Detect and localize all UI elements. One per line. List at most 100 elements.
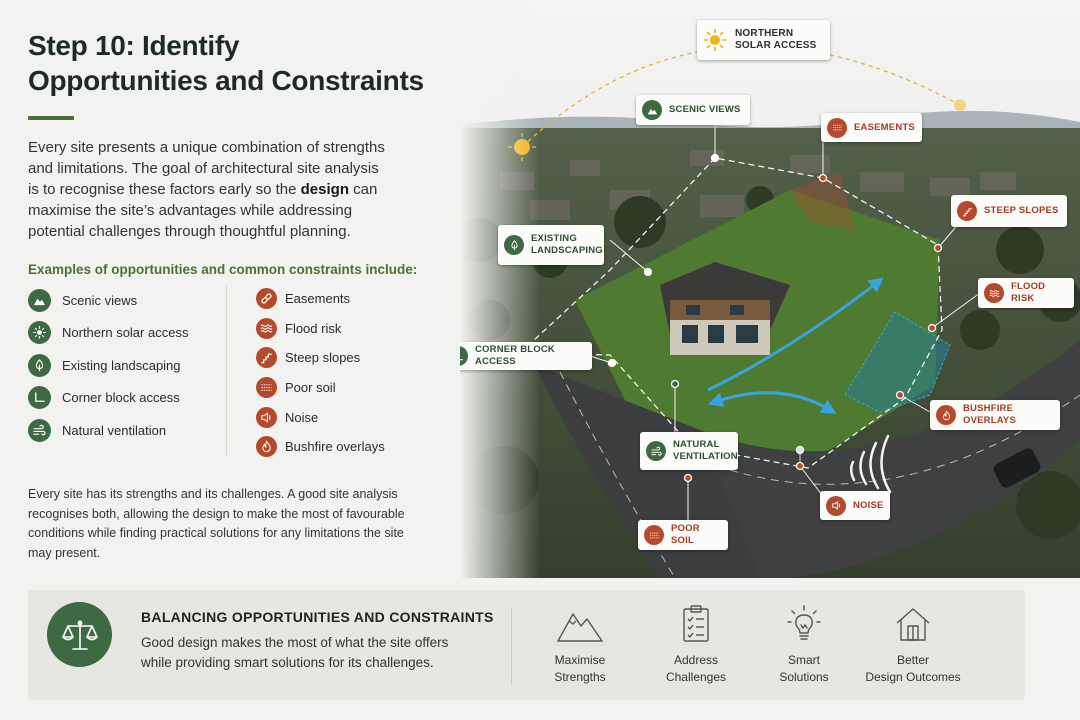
page-title: Step 10: Identify Opportunities and Cons…	[28, 28, 428, 98]
list-item-poor-soil: Poor soil	[256, 373, 385, 403]
mountain-outline-icon	[557, 613, 603, 642]
speaker-icon	[826, 495, 846, 516]
item-label: Noise	[285, 409, 319, 425]
item-label: Steep slopes	[285, 350, 361, 366]
tag-label: NORTHERN SOLAR ACCESS	[735, 28, 817, 51]
tag-northern-solar: NORTHERN SOLAR ACCESS	[697, 20, 830, 60]
tag-label: SCENIC VIEWS	[669, 104, 741, 115]
site-aerial-illustration: NORTHERN SOLAR ACCESS SCENIC VIEWS EASEM…	[460, 0, 1080, 578]
step-label-line2: Challenges	[665, 670, 727, 684]
step-label-line1: Better	[896, 653, 929, 667]
constraints-list: Easements Flood risk Steep slopes Poor s…	[256, 284, 385, 462]
wind-icon	[646, 441, 666, 461]
summary-paragraph: Every site has its strengths and its cha…	[28, 487, 405, 560]
sun-icon	[28, 321, 51, 345]
tree-icon	[28, 353, 51, 377]
tag-label: BUSHFIRE OVERLAYS	[963, 403, 1016, 426]
banner-title: BALANCING OPPORTUNITIES AND CONSTRAINTS	[141, 609, 494, 625]
list-item-easements: Easements	[256, 284, 385, 314]
step-label-line2: Design Outcomes	[865, 670, 961, 684]
corner-icon	[28, 386, 51, 410]
item-label: Existing landscaping	[62, 357, 181, 373]
list-item-bushfire: Bushfire overlays	[256, 432, 385, 462]
step-label-line2: Strengths	[554, 670, 606, 684]
sun-icon	[703, 28, 727, 52]
tag-noise: NOISE	[820, 491, 890, 520]
tag-natural-ventilation: NATURAL VENTILATION	[640, 432, 738, 470]
tree-icon	[504, 235, 524, 255]
tag-poor-soil: POOR SOIL	[638, 520, 728, 550]
item-label: Poor soil	[285, 380, 336, 396]
title-line-1: Step 10: Identify	[28, 30, 240, 61]
tag-label: NATURAL VENTILATION	[673, 439, 738, 462]
summary-banner: BALANCING OPPORTUNITIES AND CONSTRAINTS …	[28, 590, 1025, 700]
item-label: Bushfire overlays	[285, 439, 385, 455]
scales-icon	[47, 602, 112, 667]
clipboard-checklist-icon	[683, 605, 709, 642]
house-icon	[896, 608, 930, 641]
list-item-flood-risk: Flood risk	[256, 314, 385, 344]
banner-text: Good design makes the most of what the s…	[141, 635, 449, 670]
list-item-scenic-views: Scenic views	[28, 284, 188, 317]
slope-icon	[957, 201, 977, 221]
item-label: Corner block access	[62, 390, 180, 406]
step-label-line1: Address	[673, 653, 719, 667]
banner-divider	[511, 608, 512, 684]
tag-label: CORNER BLOCK ACCESS	[475, 344, 555, 367]
tag-label: POOR SOIL	[671, 523, 700, 546]
tag-easements: EASEMENTS	[821, 113, 922, 142]
factor-lists: Scenic views Northern solar access Exist…	[28, 284, 428, 458]
title-line-2: Opportunities and Constraints	[28, 65, 424, 96]
tag-label: EASEMENTS	[854, 121, 915, 133]
list-item-natural-ventilation: Natural ventilation	[28, 414, 188, 447]
intro-text-end: can maximise the site’s advantages while…	[28, 181, 378, 240]
step-label-line1: Maximise	[554, 653, 606, 667]
item-label: Scenic views	[62, 292, 138, 308]
tag-corner-block: CORNER BLOCK ACCESS	[460, 342, 592, 370]
intro-text-start: Every site presents a unique combination…	[28, 139, 385, 198]
list-item-existing-landscaping: Existing landscaping	[28, 349, 188, 382]
mountain-icon	[642, 100, 662, 120]
tag-existing-landscaping: EXISTING LANDSCAPING	[498, 225, 604, 265]
intro-bold-word: design	[300, 181, 349, 198]
list-item-corner-block: Corner block access	[28, 382, 188, 415]
item-label: Easements	[285, 291, 351, 307]
soil-icon	[256, 377, 277, 399]
wave-icon	[984, 283, 1004, 303]
step-label-line1: Smart	[787, 653, 820, 667]
pipe-icon	[256, 288, 277, 310]
item-label: Flood risk	[285, 320, 342, 336]
tag-label: NOISE	[853, 499, 884, 511]
tag-label: EXISTING LANDSCAPING	[531, 233, 603, 256]
slope-icon	[256, 347, 277, 369]
mountain-icon	[28, 288, 51, 312]
list-item-noise: Noise	[256, 402, 385, 432]
tag-label: STEEP SLOPES	[984, 205, 1059, 216]
soil-icon	[644, 525, 664, 545]
soil-icon	[827, 117, 847, 138]
step-label-line2: Solutions	[779, 670, 829, 684]
speaker-icon	[256, 406, 277, 428]
aerial-scene-graphic	[460, 0, 1080, 578]
tag-steep-slopes: STEEP SLOPES	[951, 195, 1067, 227]
text-column: Step 10: Identify Opportunities and Cons…	[28, 28, 428, 277]
examples-heading: Examples of opportunities and common con…	[28, 262, 418, 277]
item-label: Northern solar access	[62, 325, 189, 341]
list-divider	[226, 286, 227, 456]
tag-bushfire-overlays: BUSHFIRE OVERLAYS	[930, 400, 1060, 430]
tag-flood-risk: FLOOD RISK	[978, 278, 1074, 308]
flame-icon	[256, 436, 277, 458]
intro-paragraph: Every site presents a unique combination…	[28, 137, 388, 242]
flame-icon	[936, 405, 956, 425]
tag-scenic-views: SCENIC VIEWS	[636, 95, 750, 125]
opportunities-list: Scenic views Northern solar access Exist…	[28, 284, 188, 447]
wind-icon	[28, 418, 51, 442]
list-item-northern-solar: Northern solar access	[28, 317, 188, 350]
title-underline	[28, 116, 74, 120]
wave-icon	[256, 317, 277, 339]
corner-icon	[460, 346, 468, 366]
